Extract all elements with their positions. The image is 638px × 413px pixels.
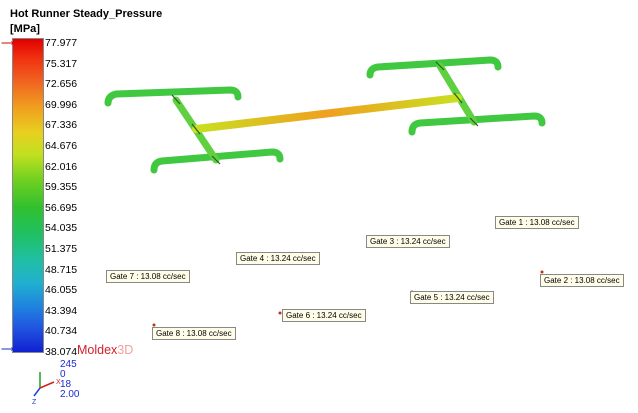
- scale-tick-label: 64.676: [45, 140, 78, 152]
- min-marker-icon: ⟶: [1, 344, 14, 354]
- right-branch-runners: [366, 56, 546, 136]
- color-legend-bar: [12, 38, 44, 353]
- scale-tick-label: 69.996: [45, 98, 78, 111]
- runner-drops: [104, 60, 546, 329]
- scale-tick-label: 72.656: [45, 78, 78, 91]
- moldex3d-logo: Moldex3D: [77, 343, 134, 357]
- scale-tick-label: 46.055: [45, 284, 78, 297]
- unit-label: [MPa]: [10, 23, 40, 35]
- scale-tick-label: 67.336: [45, 119, 78, 132]
- scale-tick-label: 40.734: [45, 325, 78, 338]
- gate-label-1: Gate 1 : 13.08 cc/sec: [495, 216, 579, 229]
- gate-label-2: Gate 2 : 13.08 cc/sec: [540, 274, 624, 287]
- plot-title: Hot Runner Steady_Pressure: [10, 8, 163, 20]
- view-param-1: 245: [60, 359, 77, 370]
- max-marker-icon: ⟶: [1, 38, 14, 48]
- axis-triad-icon: X Z: [32, 372, 61, 406]
- scale-tick-label: 43.394: [45, 304, 78, 317]
- gate-label-3: Gate 3 : 13.24 cc/sec: [366, 235, 450, 248]
- view-param-3: 18: [60, 379, 72, 390]
- svg-text:X: X: [56, 379, 61, 386]
- gate-label-4: Gate 4 : 13.24 cc/sec: [236, 252, 320, 265]
- scale-tick-label: 54.035: [45, 222, 78, 235]
- scale-tick-label: 75.317: [45, 57, 78, 70]
- runner-junctions: [171, 61, 479, 165]
- scale-tick-label: 77.977: [45, 37, 78, 49]
- svg-text:Z: Z: [32, 399, 37, 406]
- scale-tick-label: 48.715: [45, 263, 78, 276]
- view-param-4: 2.00: [60, 389, 80, 400]
- gate-label-5: Gate 5 : 13.24 cc/sec: [410, 291, 494, 304]
- scale-tick-label: 56.695: [45, 201, 78, 214]
- scale-tick-label: 62.016: [45, 160, 78, 173]
- scale-tick-label: 51.375: [45, 243, 78, 255]
- gate-label-8: Gate 8 : 13.08 cc/sec: [152, 327, 236, 340]
- gate-label-7: Gate 7 : 13.08 cc/sec: [106, 270, 190, 283]
- scale-tick-label: 38.074: [45, 346, 78, 358]
- gate-label-6: Gate 6 : 13.24 cc/sec: [282, 309, 366, 322]
- scale-tick-label: 59.355: [45, 181, 78, 194]
- view-param-2: 0: [60, 369, 66, 380]
